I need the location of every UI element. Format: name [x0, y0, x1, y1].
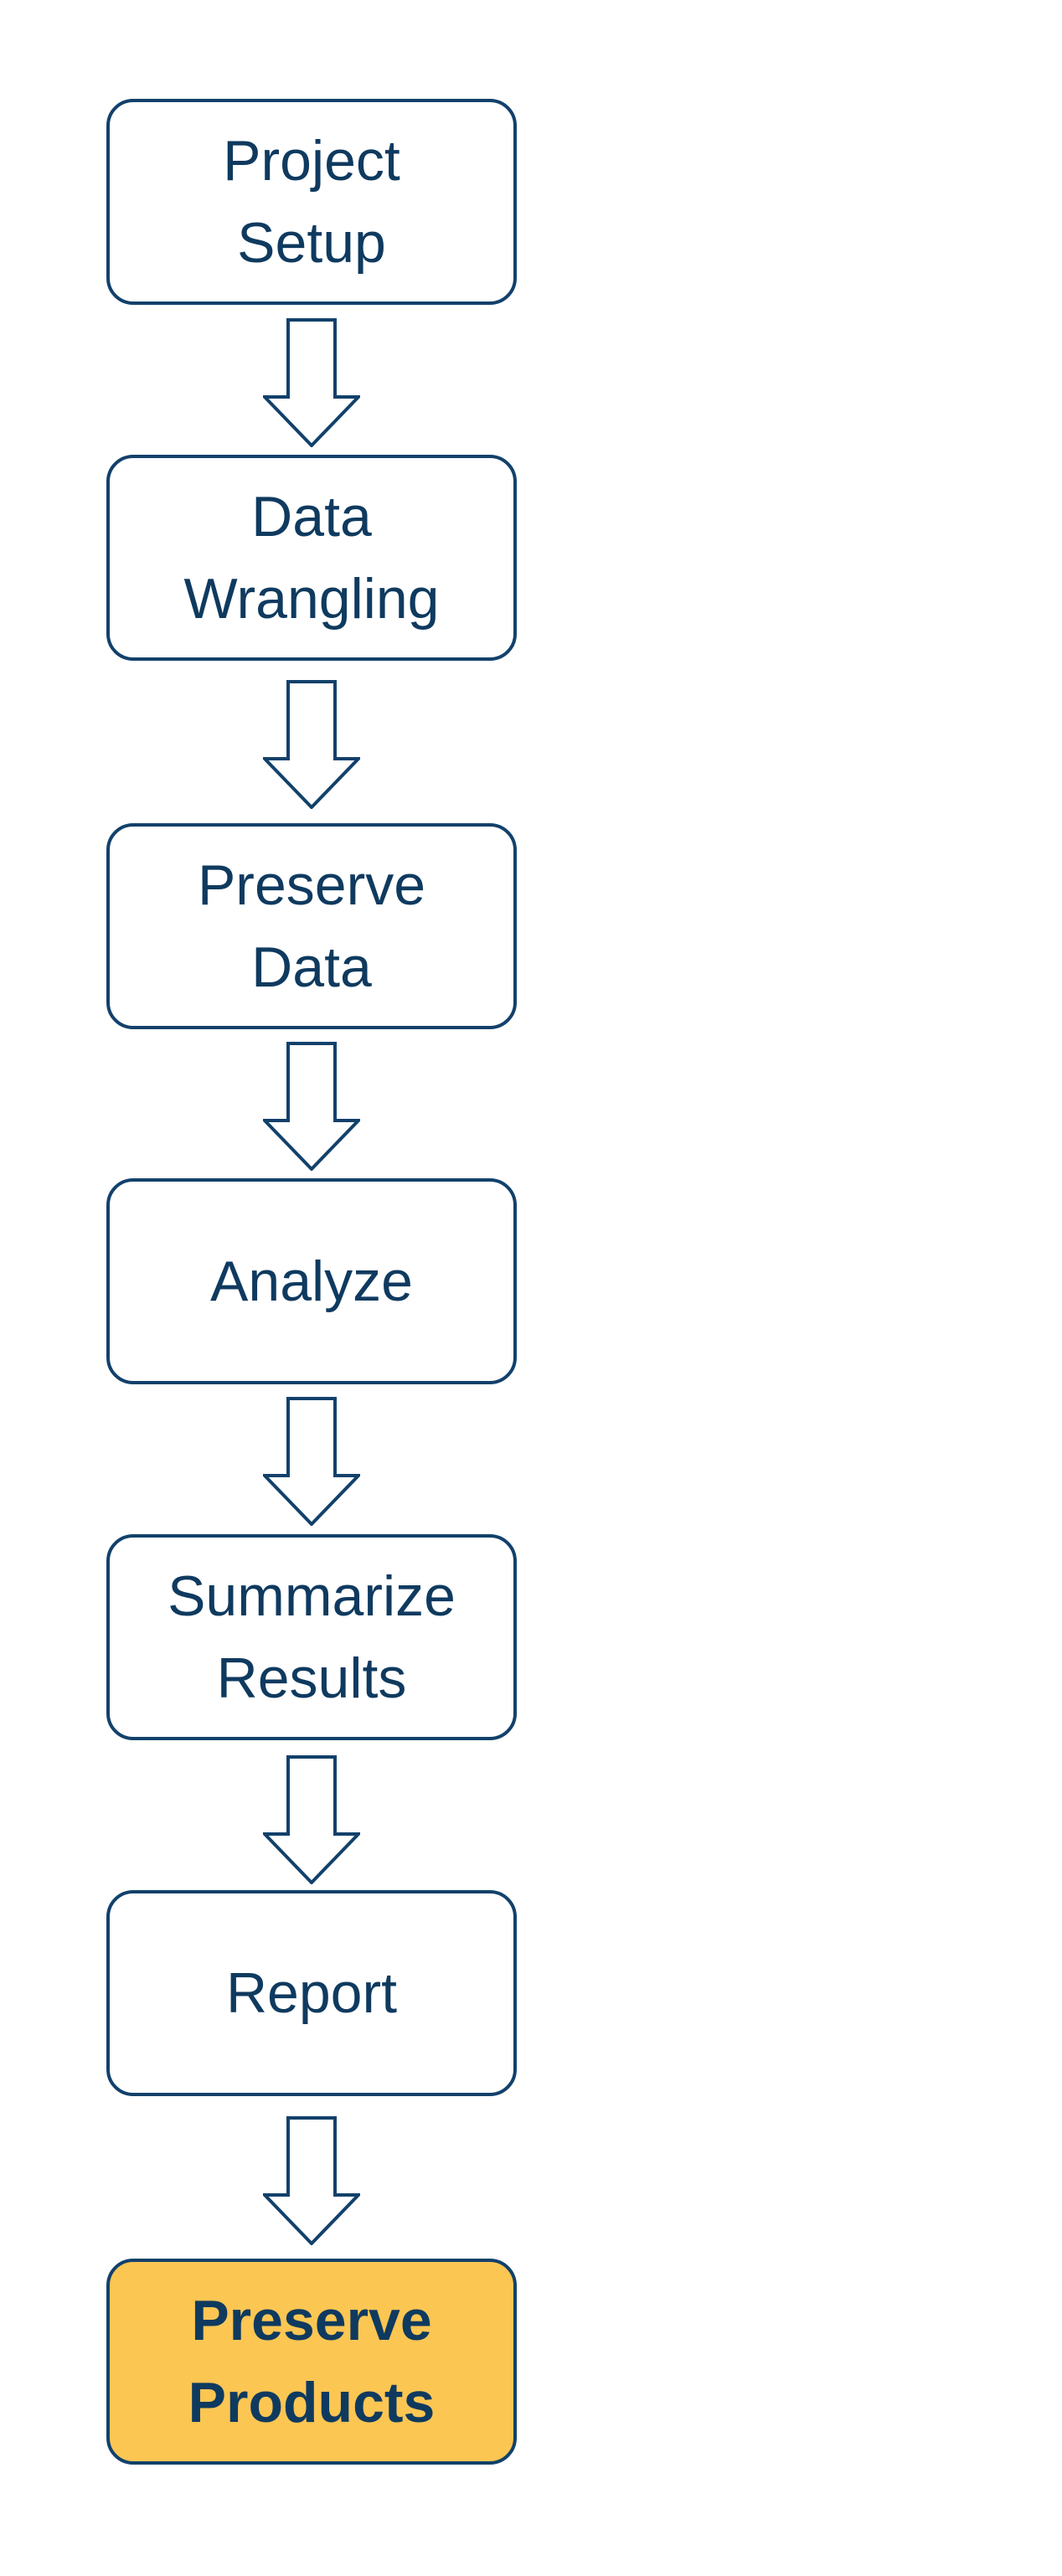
step-label: Project Setup: [223, 129, 400, 275]
step-label: Preserve Data: [197, 853, 426, 999]
step-report: Report: [106, 1890, 517, 2096]
step-label: Data Wrangling: [183, 485, 440, 631]
step-label: Summarize Results: [168, 1564, 456, 1710]
step-label: Report: [225, 1961, 398, 2025]
down-arrow-icon: [263, 1042, 360, 1171]
step-project-setup: Project Setup: [106, 99, 517, 305]
step-summarize-results: Summarize Results: [106, 1534, 517, 1740]
step-label: Analyze: [210, 1249, 413, 1313]
step-preserve-products: Preserve Products: [106, 2259, 517, 2465]
step-preserve-data: Preserve Data: [106, 823, 517, 1029]
down-arrow-icon: [263, 1397, 360, 1526]
down-arrow-icon: [263, 2116, 360, 2245]
down-arrow-icon: [263, 318, 360, 447]
step-data-wrangling: Data Wrangling: [106, 455, 517, 661]
step-analyze: Analyze: [106, 1178, 517, 1384]
down-arrow-icon: [263, 1755, 360, 1884]
down-arrow-icon: [263, 680, 360, 809]
step-label: Preserve Products: [188, 2289, 436, 2434]
